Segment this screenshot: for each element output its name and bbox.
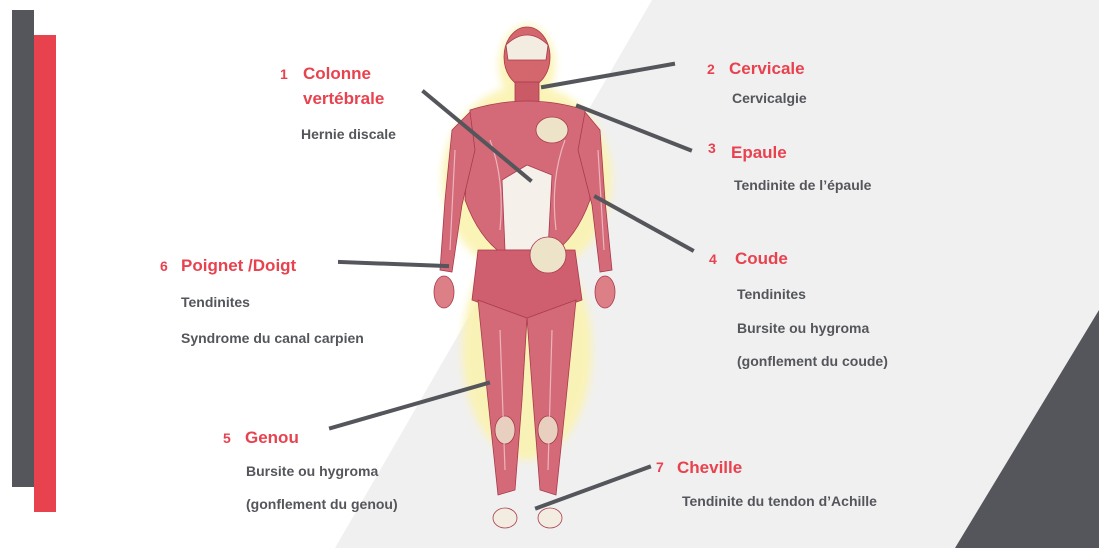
leader-line-colonne bbox=[424, 92, 530, 180]
callout-desc-coude-0: Tendinites bbox=[737, 286, 806, 303]
callout-number-cheville: 7 bbox=[656, 459, 664, 475]
callout-desc-coude-2: (gonflement du coude) bbox=[737, 353, 888, 370]
leader-line-coude bbox=[596, 197, 692, 250]
callout-title-epaule: Epaule bbox=[731, 142, 787, 163]
callout-title-genou: Genou bbox=[245, 427, 299, 448]
callout-number-coude: 4 bbox=[709, 251, 717, 267]
callout-desc-colonne-0: Hernie discale bbox=[301, 126, 396, 143]
callout-title-cervicale: Cervicale bbox=[729, 58, 805, 79]
callout-number-epaule: 3 bbox=[708, 140, 716, 156]
callout-title-colonne-line2: vertébrale bbox=[303, 88, 384, 109]
callout-title-coude: Coude bbox=[735, 248, 788, 269]
callout-desc-epaule-0: Tendinite de l’épaule bbox=[734, 177, 871, 194]
callout-desc-genou-1: (gonflement du genou) bbox=[246, 496, 398, 513]
leader-line-cheville bbox=[537, 467, 649, 508]
callout-title-colonne-line1: Colonne bbox=[303, 63, 371, 84]
leader-line-genou bbox=[331, 383, 488, 428]
callout-number-genou: 5 bbox=[223, 430, 231, 446]
callout-number-cervicale: 2 bbox=[707, 61, 715, 77]
callout-desc-cervicale-0: Cervicalgie bbox=[732, 90, 807, 107]
leader-line-cervicale bbox=[543, 64, 673, 87]
callout-desc-cheville-0: Tendinite du tendon d’Achille bbox=[682, 493, 877, 510]
callout-title-poignet: Poignet /Doigt bbox=[181, 255, 296, 276]
callout-title-cheville: Cheville bbox=[677, 457, 742, 478]
leader-line-epaule bbox=[578, 106, 690, 150]
leader-line-poignet bbox=[340, 262, 447, 266]
callout-desc-genou-0: Bursite ou hygroma bbox=[246, 463, 378, 480]
callout-desc-coude-1: Bursite ou hygroma bbox=[737, 320, 869, 337]
callout-number-poignet: 6 bbox=[160, 258, 168, 274]
callout-desc-poignet-1: Syndrome du canal carpien bbox=[181, 330, 364, 347]
callout-desc-poignet-0: Tendinites bbox=[181, 294, 250, 311]
callout-number-colonne: 1 bbox=[280, 66, 288, 82]
